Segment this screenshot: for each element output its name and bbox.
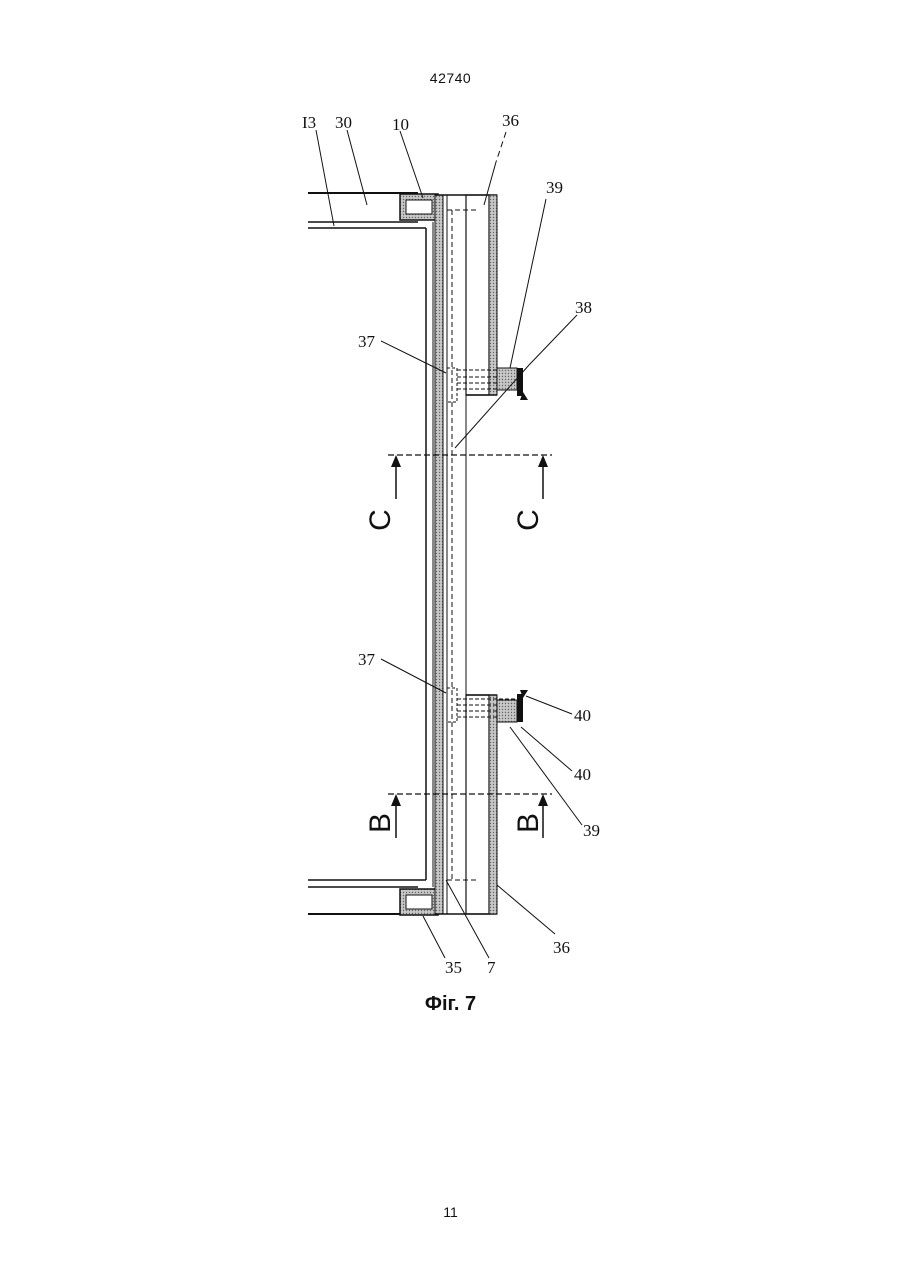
section-letter-b-right: B (512, 813, 545, 833)
label-36-bottom: 36 (553, 938, 570, 957)
label-37-bottom: 37 (358, 650, 376, 669)
lower-fastener (447, 688, 528, 722)
label-35: 35 (445, 958, 462, 977)
label-39-top: 39 (546, 178, 563, 197)
section-letter-c-right: C (512, 509, 545, 531)
section-letter-c-left: C (364, 509, 397, 531)
bottom-profile-35 (400, 889, 438, 915)
label-38: 38 (575, 298, 592, 317)
label-30: 30 (335, 113, 352, 132)
wall-layers (426, 195, 497, 914)
figure-caption: Фіг. 7 (0, 993, 901, 1016)
lower-panel-36 (466, 695, 497, 914)
label-40-b: 40 (574, 765, 591, 784)
label-13: I3 (302, 113, 316, 132)
label-39-bottom: 39 (583, 821, 600, 840)
upper-panel-36 (466, 195, 497, 395)
label-37-top: 37 (358, 332, 376, 351)
label-40-a: 40 (574, 706, 591, 725)
label-7: 7 (487, 958, 496, 977)
section-letter-b-left: B (364, 813, 397, 833)
page-number: 11 (0, 1204, 901, 1220)
section-line-c (388, 455, 552, 499)
label-10: 10 (392, 115, 409, 134)
top-profile-10 (400, 194, 438, 220)
label-36-top: 36 (502, 111, 519, 130)
upper-fastener (447, 368, 528, 402)
